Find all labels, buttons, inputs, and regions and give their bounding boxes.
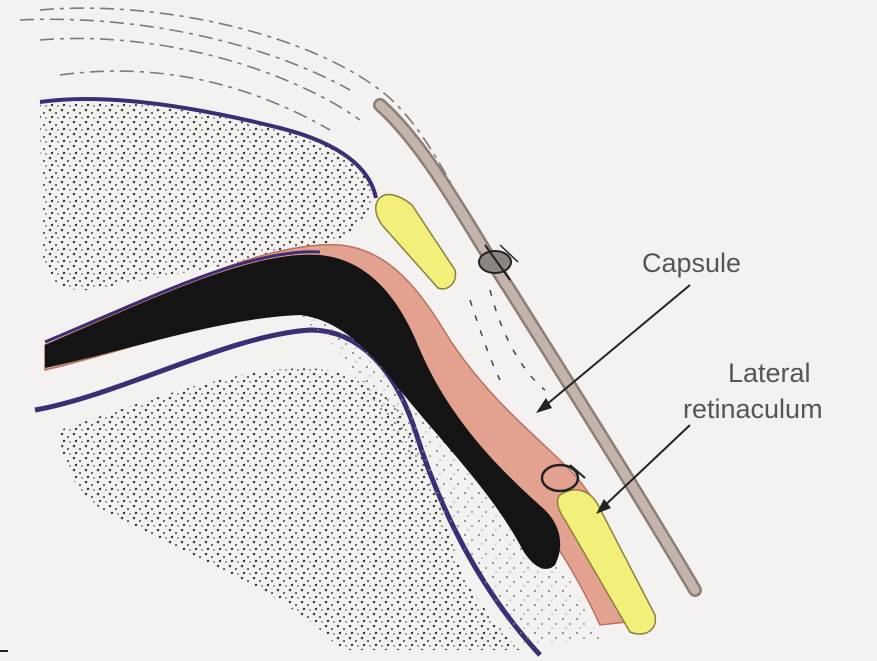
lateral-label-line1: Lateral bbox=[728, 358, 811, 388]
lateral-label-line2: retinaculum bbox=[683, 394, 823, 424]
capsule-label: Capsule bbox=[642, 248, 741, 278]
